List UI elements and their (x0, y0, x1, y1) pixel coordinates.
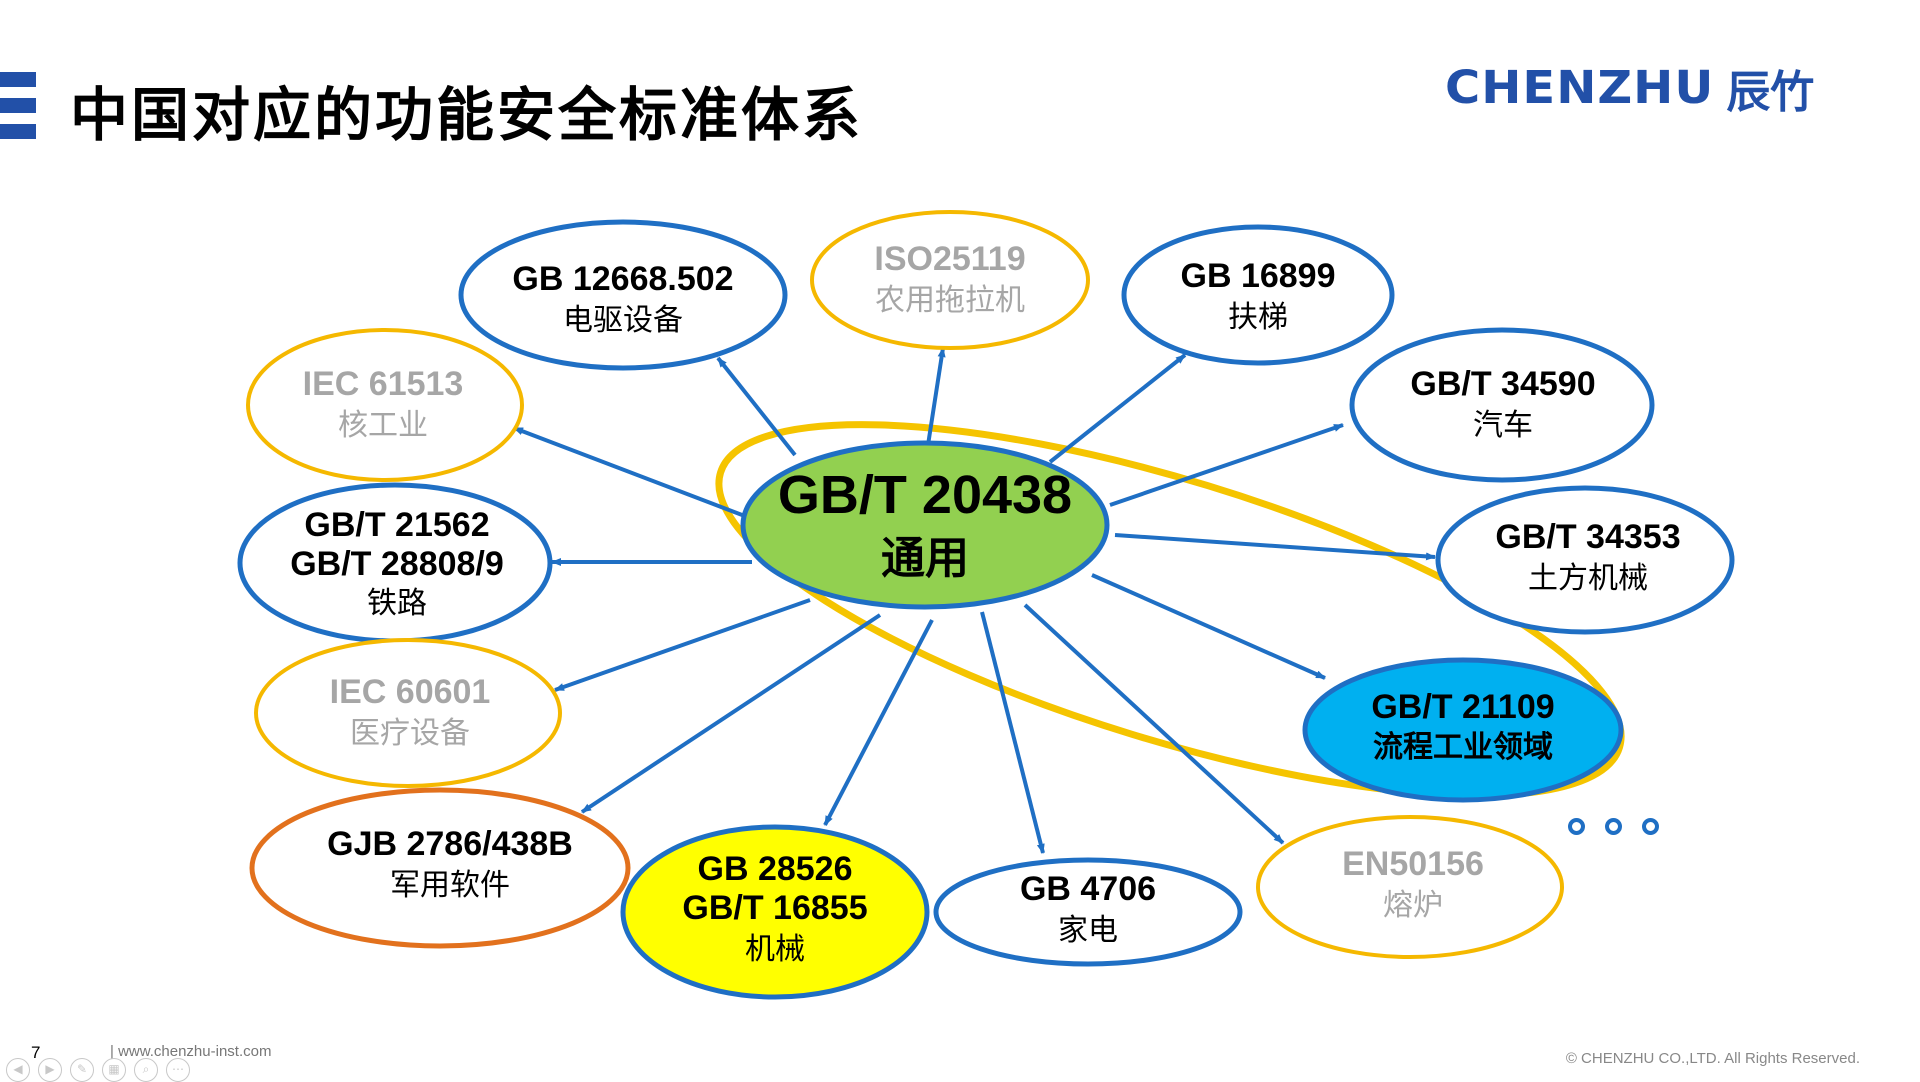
node-gbt21562-line2: GB/T 28808/9 (290, 545, 504, 583)
arrow-to-iec61513 (513, 426, 751, 520)
arrow-to-gjb2786 (580, 613, 882, 814)
node-en50156-line1: EN50156 (1342, 845, 1484, 883)
node-gb4706-line1: GB 4706 (1020, 870, 1156, 908)
node-gbt34590-line1: GB/T 34590 (1410, 365, 1595, 403)
node-iec61513-line2: 核工业 (338, 408, 428, 443)
node-iec60601-line1: IEC 60601 (330, 673, 491, 711)
page-number: 7 (31, 1043, 41, 1062)
logo-text: CHENZHU (1445, 61, 1715, 115)
footer-url: | www.chenzhu-inst.com (110, 1043, 272, 1060)
arrow-to-en50156 (1023, 603, 1285, 845)
node-gbt21109: GB/T 21109 流程工业领域 (1302, 657, 1624, 803)
node-gb4706: GB 4706 家电 (933, 857, 1243, 967)
chenzhu-logo: CHENZHU 辰竹 (1445, 58, 1814, 118)
node-gb28526-line1: GB 28526 (698, 850, 853, 888)
page-title: 中国对应的功能安全标准体系 (70, 81, 864, 149)
arrow-to-gb4706 (980, 611, 1045, 854)
slideshow-controls: ◀ ▶ ✎ ▦ ⌕ ⋯ (6, 1058, 190, 1082)
node-gjb2786-line1: GJB 2786/438B (327, 825, 573, 863)
node-gbt21109-line1: GB/T 21109 (1371, 688, 1554, 726)
node-en50156-line2: 熔炉 (1383, 888, 1443, 923)
node-gbt34590: GB/T 34590 汽车 (1349, 327, 1655, 483)
node-iec61513: IEC 61513 核工业 (246, 328, 524, 482)
center-node: GB/T 20438 通用 (740, 440, 1110, 610)
node-gb12668: GB 12668.502 电驱设备 (458, 219, 788, 371)
node-gb12668-line1: GB 12668.502 (512, 260, 733, 298)
arrow-group (513, 347, 1436, 854)
footer-copyright: © CHENZHU CO.,LTD. All Rights Reserved. (1565, 1050, 1860, 1067)
pen-icon[interactable]: ✎ (70, 1058, 94, 1082)
node-gbt21562-line3: 铁路 (367, 586, 427, 621)
node-iso25119-line2: 农用拖拉机 (875, 283, 1025, 318)
more-dots (1568, 818, 1659, 835)
node-gb12668-line2: 电驱设备 (563, 303, 683, 338)
node-gb16899-line2: 扶梯 (1228, 300, 1288, 335)
node-iec60601: IEC 60601 医疗设备 (254, 638, 562, 788)
arrow-to-gbt34353 (1114, 533, 1436, 561)
node-gb16899-line1: GB 16899 (1181, 257, 1336, 295)
node-en50156: EN50156 熔炉 (1256, 815, 1564, 959)
arrow-to-gbt34590 (1109, 423, 1344, 507)
node-gbt34590-line2: 汽车 (1473, 408, 1533, 443)
arrow-to-gb12668 (716, 356, 797, 457)
node-gbt21562-line1: GB/T 21562 (304, 506, 489, 544)
logo-cn-text: 辰竹 (1726, 67, 1815, 118)
node-gb28526-line3: 机械 (745, 932, 805, 967)
arrow-to-gb16899 (1048, 353, 1187, 464)
node-gjb2786-line2: 军用软件 (390, 868, 510, 903)
node-iso25119-line1: ISO25119 (874, 240, 1025, 278)
node-iec61513-line1: IEC 61513 (303, 365, 464, 403)
node-gjb2786: GJB 2786/438B 军用软件 (249, 787, 631, 949)
node-iec60601-line2: 医疗设备 (350, 716, 470, 751)
node-gbt34353-line2: 土方机械 (1528, 561, 1648, 596)
node-gb28526: GB 28526 GB/T 16855 机械 (620, 824, 930, 1000)
highlight-ring (715, 421, 1625, 799)
node-gbt34353: GB/T 34353 土方机械 (1435, 485, 1735, 635)
center-line2: 通用 (881, 533, 969, 584)
arrow-to-iso25119 (926, 347, 946, 446)
node-iso25119: ISO25119 农用拖拉机 (810, 210, 1090, 350)
node-gb28526-line2: GB/T 16855 (682, 889, 867, 927)
center-line1: GB/T 20438 (778, 465, 1072, 525)
next-slide-icon[interactable]: ▶ (38, 1058, 62, 1082)
more-options-icon[interactable]: ⋯ (166, 1058, 190, 1082)
arrow-to-gb28526 (823, 619, 934, 826)
node-gbt21109-line2: 流程工业领域 (1373, 730, 1553, 765)
arrow-to-iec60601 (554, 598, 811, 692)
node-gb4706-line2: 家电 (1058, 913, 1118, 948)
slides-grid-icon[interactable]: ▦ (102, 1058, 126, 1082)
node-gbt21562: GB/T 21562 GB/T 28808/9 铁路 (237, 482, 553, 644)
node-gbt34353-line1: GB/T 34353 (1495, 518, 1680, 556)
arrow-to-gbt21109 (1091, 573, 1326, 680)
prev-slide-icon[interactable]: ◀ (6, 1058, 30, 1082)
node-gb16899: GB 16899 扶梯 (1121, 224, 1395, 366)
zoom-icon[interactable]: ⌕ (134, 1058, 158, 1082)
